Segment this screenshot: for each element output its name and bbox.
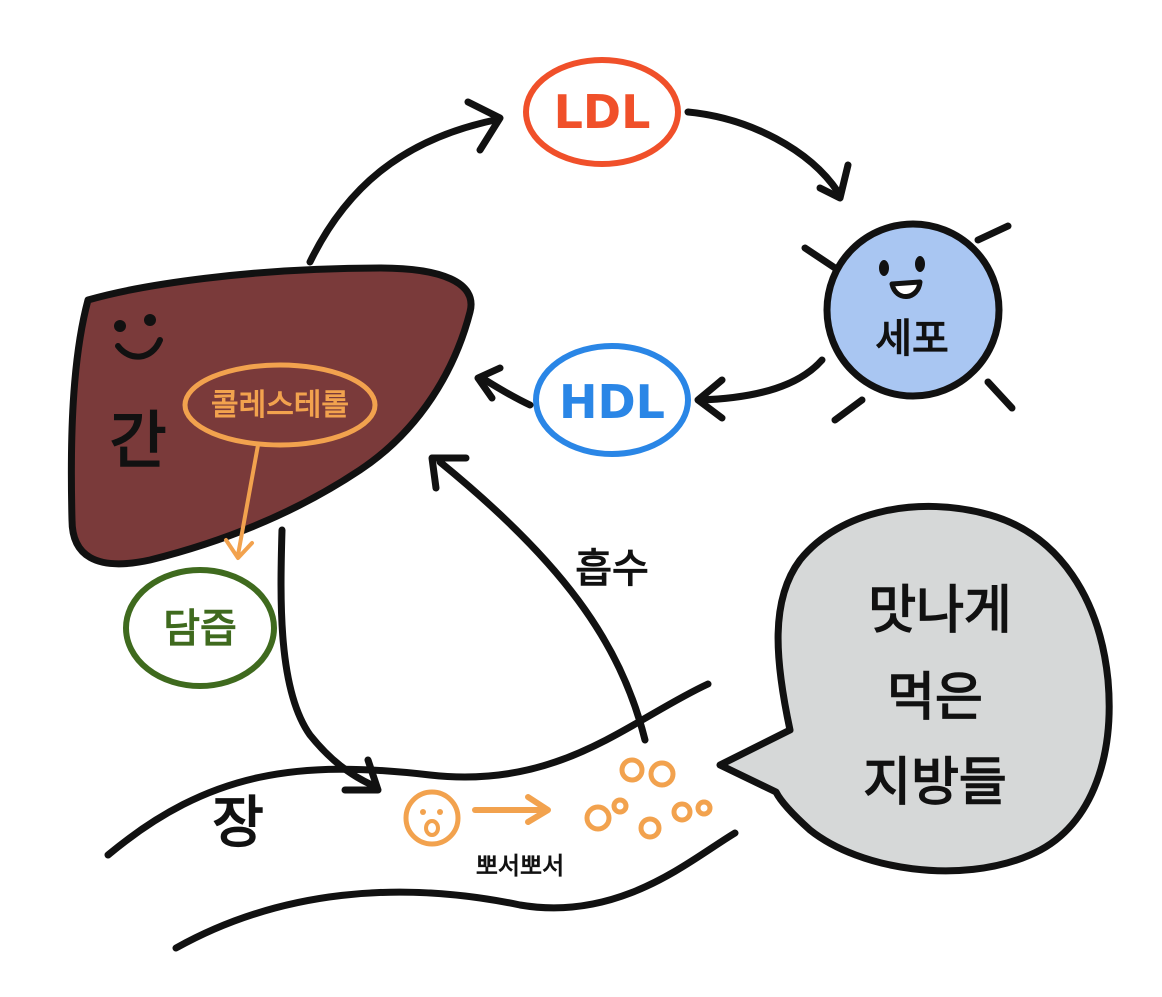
arrow-hdl-to-liver <box>474 364 534 409</box>
bile-oval <box>123 567 277 689</box>
speech-bubble: 맛나게 먹은 지방들 <box>716 502 1113 875</box>
arrow-absorption <box>428 454 649 744</box>
cell-body <box>823 220 1003 400</box>
arrow-breakdown <box>472 794 551 825</box>
breakdown-label: 뽀서뽀서 <box>476 852 564 880</box>
arrow-cholesterol-to-bile <box>224 443 260 560</box>
speech-line-1: 맛나게 <box>868 581 1012 641</box>
sad-face-icon <box>403 789 461 847</box>
hdl-label: HDL <box>559 375 665 429</box>
cell-rays <box>801 222 1016 424</box>
arrow-ldl-to-cell <box>684 108 852 202</box>
liver: 간 콜레스테롤 <box>67 264 475 568</box>
hdl-oval <box>533 343 691 457</box>
liver-shape <box>67 264 475 568</box>
cholesterol-oval <box>182 362 378 448</box>
hdl: HDL <box>533 343 691 457</box>
absorption-label: 흡수 <box>575 546 649 592</box>
arrow-liver-to-ldl <box>306 98 504 266</box>
intestine-shape <box>104 680 739 952</box>
happy-face-icon <box>879 256 925 299</box>
speech-line-3: 지방들 <box>863 753 1007 813</box>
speech-bubble-shape <box>716 502 1113 875</box>
cell: 세포 <box>801 220 1016 424</box>
ldl: LDL <box>523 57 681 167</box>
arrow-bile-to-intestine <box>277 526 382 794</box>
ldl-oval <box>523 57 681 167</box>
arrow-cell-to-hdl <box>694 356 826 422</box>
bile-label: 담즙 <box>163 606 237 652</box>
fat-breakdown: 뽀서뽀서 <box>403 757 713 880</box>
intestine-label: 장 <box>212 791 264 856</box>
cell-label: 세포 <box>875 316 949 362</box>
bile: 담즙 <box>123 567 277 689</box>
cholesterol-label: 콜레스테롤 <box>211 388 349 423</box>
smile-face-icon <box>114 314 163 360</box>
liver-label: 간 <box>109 404 166 477</box>
ldl-label: LDL <box>554 85 651 139</box>
speech-line-2: 먹은 <box>887 668 983 728</box>
fat-droplets <box>584 757 713 840</box>
